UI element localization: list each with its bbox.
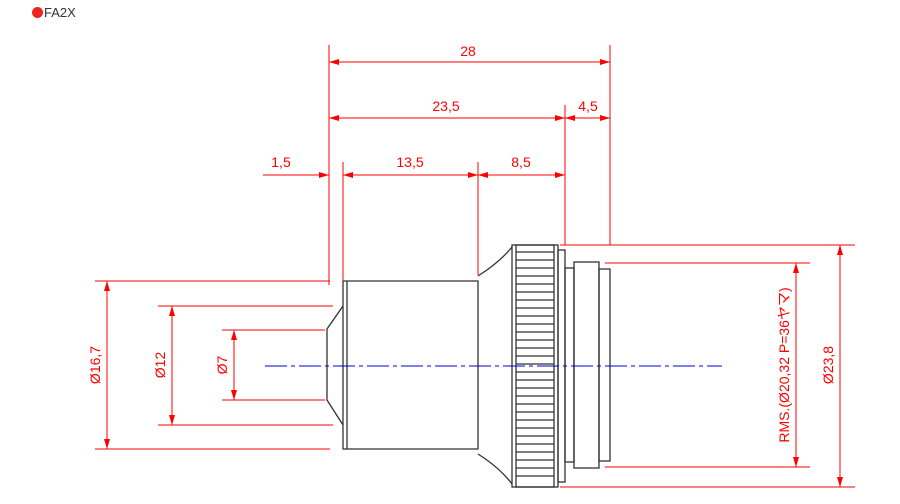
dim-thread-spec: RMS.(Ø20,32 P=36ヤマ) bbox=[776, 287, 792, 442]
dim-knurl-dia: Ø23,8 bbox=[820, 346, 836, 384]
dim-chamfer: 1,5 bbox=[271, 154, 291, 170]
dim-thread-length: 4,5 bbox=[578, 98, 598, 114]
dim-bore-dia: Ø12 bbox=[152, 352, 168, 379]
knurl-pattern bbox=[516, 251, 554, 477]
dim-body-length: 23,5 bbox=[432, 98, 459, 114]
dim-outer-barrel-dia: Ø16,7 bbox=[87, 346, 103, 384]
status-dot-icon bbox=[32, 7, 43, 18]
dim-barrel-length: 13,5 bbox=[396, 154, 423, 170]
part-outline bbox=[326, 244, 611, 488]
dim-inner-dia: Ø7 bbox=[214, 355, 230, 374]
dim-flare-length: 8,5 bbox=[511, 154, 531, 170]
drawing-title: FA2X bbox=[32, 5, 76, 20]
dimension-lines bbox=[104, 59, 843, 487]
extension-lines bbox=[95, 45, 855, 488]
dim-overall-length: 28 bbox=[460, 43, 476, 59]
title-label: FA2X bbox=[44, 5, 76, 20]
